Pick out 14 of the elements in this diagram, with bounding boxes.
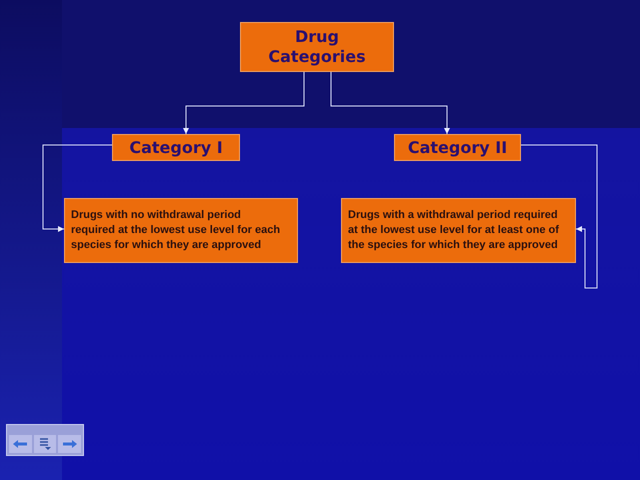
description-box [64,198,298,263]
arrow [42,144,112,232]
category-title: Category II [408,138,508,158]
arrow [330,72,450,134]
arrow [183,72,304,134]
description-text: Drugs with a withdrawal period required at the lowest use level for at least one of the species for which they are approved [348,208,560,253]
description-text: Drugs with no withdrawal period required at the lowest use level for each species for which they are approved [71,208,282,253]
category-box [112,134,240,161]
category-title: Drug Categories [267,27,367,67]
category-title: Category I [129,138,223,158]
description-box [341,198,576,263]
category-box [394,134,521,161]
category-box [240,22,394,72]
arrow [520,144,598,288]
